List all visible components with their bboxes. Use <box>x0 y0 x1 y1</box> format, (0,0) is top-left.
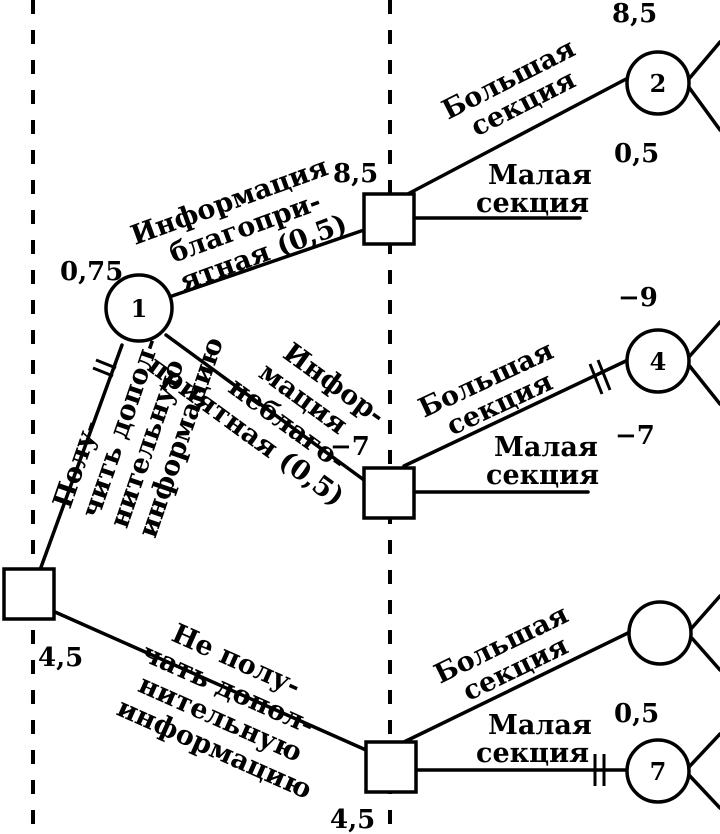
value-chance-2-bottom: 0,5 <box>614 139 659 169</box>
chance-node-1-label: 1 <box>131 294 148 323</box>
cut-mark <box>92 366 114 378</box>
chance-node-4-label: 4 <box>650 347 667 376</box>
branch-label-get-info: Полу- чить допол- нительную информацию <box>47 304 230 542</box>
branch-cut-markers <box>92 358 612 786</box>
edge-d3-to-c5 <box>402 630 632 744</box>
edge-c1-to-d2 <box>164 333 366 482</box>
tree-edges <box>38 40 720 810</box>
edge-c1-to-d1 <box>170 228 366 298</box>
decision-node-unfavorable <box>362 466 416 520</box>
branch-label-big-section-3: Большая секция <box>429 595 594 716</box>
chance-node-1 <box>104 273 174 343</box>
branch-label-small-section-2: Малая секция <box>486 432 607 491</box>
value-root: 4,5 <box>38 643 83 673</box>
chance-node-4 <box>625 328 691 394</box>
stub-c7-up <box>686 732 720 770</box>
value-chance-7-top: 0,5 <box>614 699 659 729</box>
stub-c2-up <box>686 40 720 82</box>
edge-d2-to-c4 <box>402 358 630 468</box>
value-decision-no-info: 4,5 <box>330 805 375 834</box>
value-chance-2-top: 8,5 <box>612 0 657 29</box>
stub-c5-up <box>688 594 720 632</box>
value-decision-unfavorable: −7 <box>330 432 370 462</box>
cut-mark <box>596 359 612 391</box>
branch-label-small-section-1: Малая секция <box>476 160 601 219</box>
chance-node-2-label: 2 <box>650 69 667 98</box>
stub-c2-down <box>686 84 720 132</box>
decision-node-root <box>2 567 56 621</box>
edge-d1-to-c2 <box>402 76 630 198</box>
chance-node-2 <box>625 50 691 116</box>
chance-node-7-label: 7 <box>650 757 667 786</box>
edge-root-to-d3 <box>53 610 368 752</box>
value-decision-favorable: 8,5 <box>333 159 378 189</box>
stub-c4-down <box>686 362 720 406</box>
branch-label-big-section-1: Большая секция <box>437 29 601 152</box>
stub-c5-down <box>688 634 720 672</box>
branch-label-small-section-3: Малая секция <box>476 710 601 769</box>
stub-c7-down <box>686 772 720 810</box>
value-chance-4-top: −9 <box>618 283 658 313</box>
decision-node-no-info <box>364 740 418 794</box>
stub-c4-up <box>686 320 720 360</box>
branch-label-no-info: Не полу- чать допол- нительную информаци… <box>112 610 353 806</box>
decision-node-favorable <box>362 192 416 246</box>
cut-mark <box>95 358 117 370</box>
chance-node-5 <box>627 600 693 666</box>
value-chance-1: 0,75 <box>60 257 123 287</box>
cut-mark <box>588 363 604 395</box>
value-chance-4-bottom: −7 <box>615 421 655 451</box>
edge-root-to-c1 <box>38 343 124 572</box>
chance-node-7 <box>625 738 691 804</box>
